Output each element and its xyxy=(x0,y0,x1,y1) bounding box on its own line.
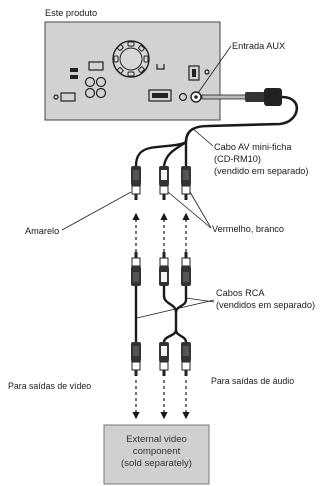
white-leader-line xyxy=(167,191,212,229)
rca-leader-line-1 xyxy=(136,299,215,319)
lower-plug-red xyxy=(181,342,191,376)
rca-leader-line-2 xyxy=(185,297,215,303)
lower-plug-white xyxy=(159,342,169,376)
lower-rca-plugs xyxy=(131,342,191,376)
round-jack-icon xyxy=(53,69,210,102)
audio-cable-white xyxy=(162,286,188,343)
upper-plug-yellow xyxy=(131,166,141,200)
upper-plug-red xyxy=(181,166,191,200)
head-unit-panel xyxy=(44,21,221,121)
audio-cable-red xyxy=(174,329,188,343)
product-label: Este produto xyxy=(45,8,97,18)
usb-port-icon xyxy=(88,61,104,71)
split-cable-yellow xyxy=(134,140,187,167)
upper-plug-white xyxy=(159,166,169,200)
lower-plug-video xyxy=(131,342,141,376)
red-white-label: Vermelho, branco xyxy=(212,224,284,234)
mid-plug-video xyxy=(131,252,141,286)
yellow-leader-line xyxy=(61,191,132,231)
aux-jack-icon xyxy=(190,91,202,103)
mini-plug-icon xyxy=(201,88,282,106)
rca-cable-middle xyxy=(131,252,191,343)
mid-plug-audio xyxy=(181,252,191,286)
yellow-label: Amarelo xyxy=(25,226,59,236)
stacked-ports-icon xyxy=(70,68,78,79)
split-cable-white xyxy=(162,141,187,167)
audio-out-label: Para saídas de áudio xyxy=(211,376,294,386)
audio-cable-join xyxy=(162,286,178,313)
rca-label-line1: Cabos RCA xyxy=(216,288,265,298)
antenna-port-icon xyxy=(156,64,165,70)
circular-connector-icon xyxy=(112,40,150,78)
mini-plug-cable xyxy=(184,95,299,143)
upper-rca-plugs xyxy=(131,166,191,200)
component-label-line3: (sold separately) xyxy=(121,458,192,469)
external-video-component: External video component (sold separatel… xyxy=(103,424,210,485)
red-leader-line xyxy=(189,191,212,229)
multi-pin-connector-icon xyxy=(148,89,172,102)
cable-label-line1: Cabo AV mini-ficha xyxy=(214,142,292,152)
aux-leader-line xyxy=(197,45,232,94)
video-out-label: Para saídas de vídeo xyxy=(8,381,91,391)
cable-label-line3: (vendido em separado) xyxy=(214,166,308,176)
component-label-line2: component xyxy=(133,446,181,457)
connect-arrows-up xyxy=(132,212,190,252)
component-label-line1: External video xyxy=(126,434,187,445)
cable-leader-line xyxy=(191,127,214,147)
mid-plug-audio-2 xyxy=(159,252,169,286)
connect-arrows-down xyxy=(132,380,190,420)
aux-input-label: Entrada AUX xyxy=(232,41,285,51)
fan-vent-icon xyxy=(188,65,200,81)
cable-label-line2: (CD-RM10) xyxy=(214,154,261,164)
rca-label-line2: (vendidos em separado) xyxy=(216,300,315,310)
hdmi-port-icon xyxy=(60,92,76,102)
